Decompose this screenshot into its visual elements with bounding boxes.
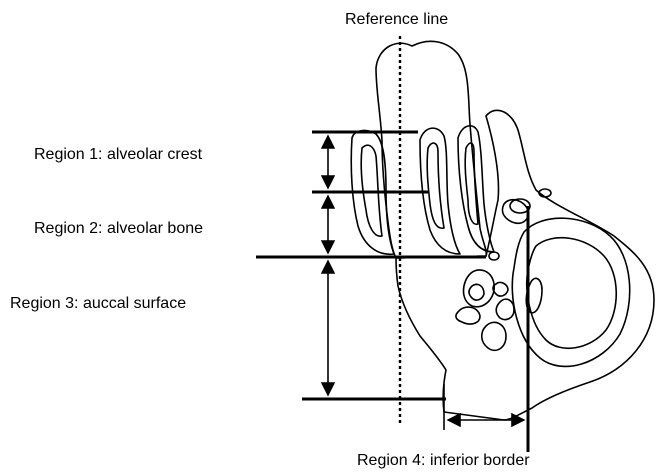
region2-label: Region 2: alveolar bone — [34, 219, 203, 238]
mandibular-canal-inner — [527, 238, 616, 349]
bone-pocket-9 — [496, 299, 514, 319]
tooth-crown-outline — [376, 41, 486, 258]
jaw-outer-outline — [396, 110, 654, 420]
bone-pocket-6 — [469, 284, 484, 300]
mandibular-canal-outer — [512, 218, 629, 366]
reference-line-label: Reference line — [345, 10, 448, 29]
bone-pocket-7 — [456, 307, 480, 324]
middle-root-canal — [427, 143, 444, 228]
region1-label: Region 1: alveolar crest — [34, 145, 202, 164]
bone-pocket-10 — [493, 282, 508, 296]
bone-pocket-4 — [489, 252, 499, 260]
bone-pocket-8 — [482, 322, 506, 350]
bone-pocket-5 — [464, 270, 495, 307]
region4-label: Region 4: inferior border — [357, 451, 530, 470]
region3-label: Region 3: auccal surface — [10, 294, 186, 313]
